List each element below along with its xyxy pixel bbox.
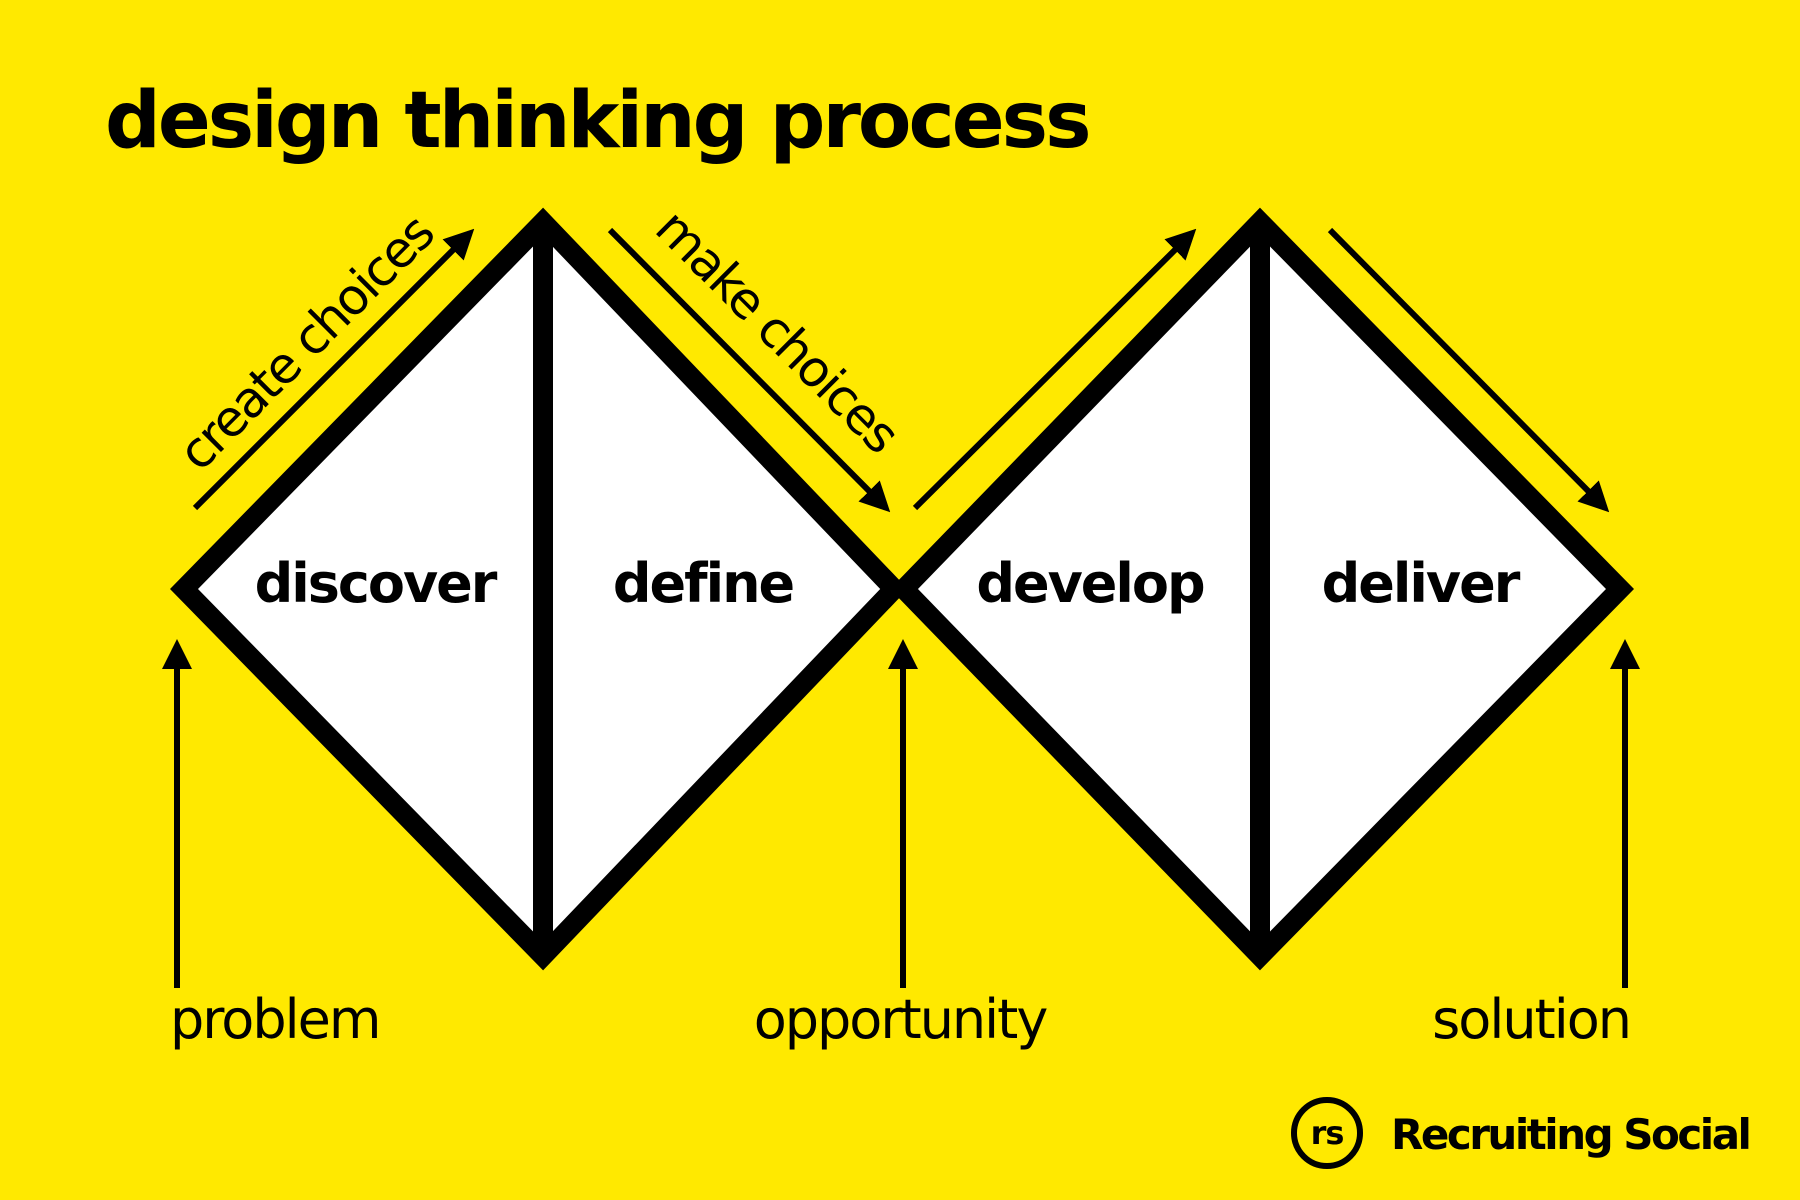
- brand-name: Recruiting Social: [1391, 1110, 1749, 1159]
- stage-define: define: [613, 552, 794, 615]
- marker-opportunity: opportunity: [754, 988, 1048, 1051]
- marker-solution: solution: [1432, 988, 1630, 1051]
- develop-arrow: [912, 228, 1197, 511]
- brand-circle-icon: [1291, 1097, 1363, 1169]
- marker-problem: problem: [170, 988, 379, 1051]
- page-title: design thinking process: [105, 76, 1092, 166]
- diamond-discover-define: [170, 207, 908, 971]
- create-choices-arrow: [192, 228, 475, 511]
- deliver-arrow: [1327, 227, 1610, 513]
- brand-mark: rs: [1311, 1114, 1344, 1152]
- make-choices-arrow: [607, 227, 891, 513]
- stage-discover: discover: [255, 552, 498, 615]
- stage-deliver: deliver: [1322, 552, 1521, 615]
- stage-develop: develop: [976, 552, 1204, 615]
- diamond-develop-deliver: [890, 207, 1635, 971]
- brand-logo: rs Recruiting Social: [1291, 1097, 1752, 1169]
